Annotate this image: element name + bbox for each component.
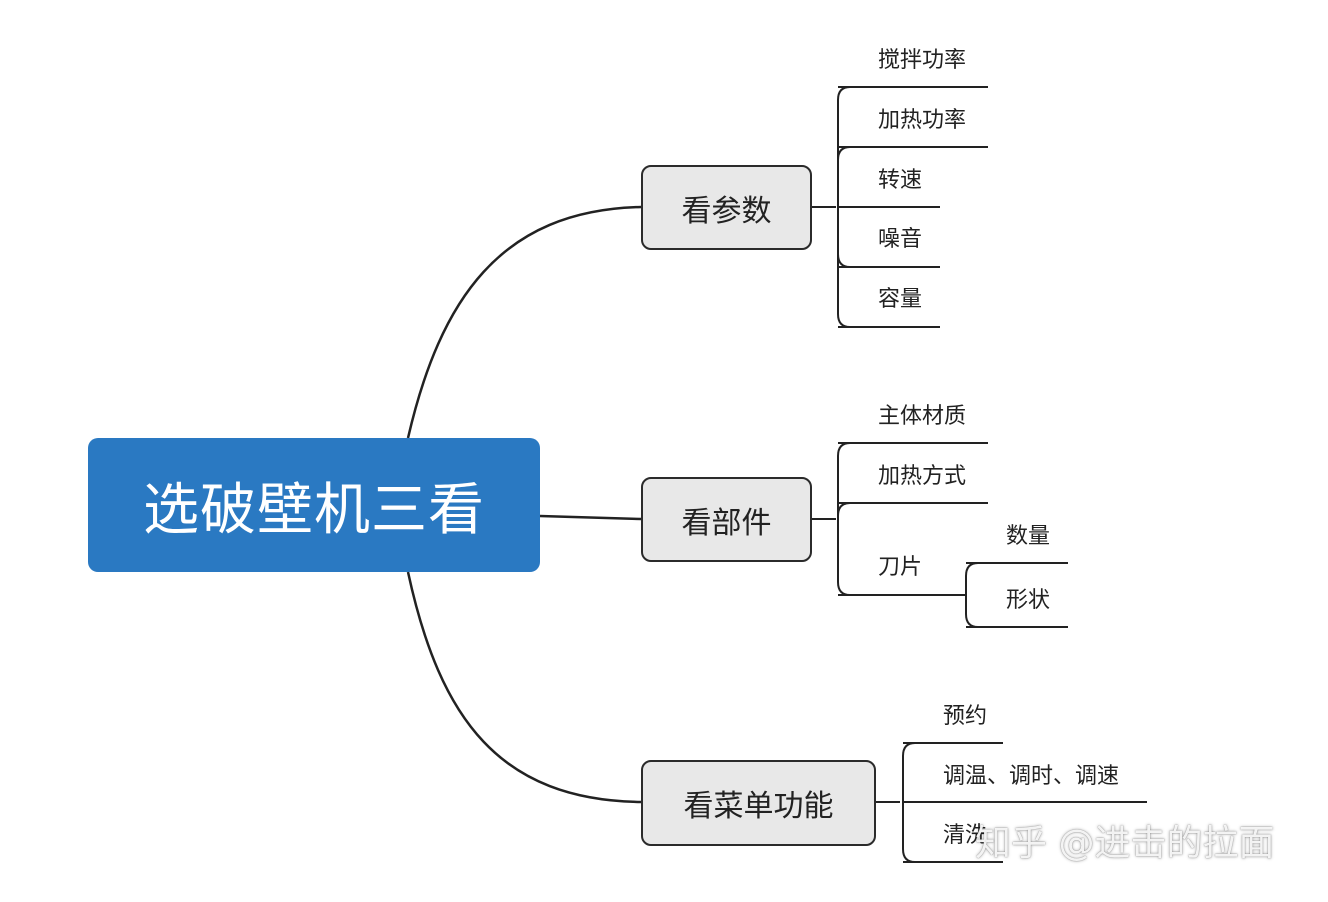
- branch-node-menu: 看菜单功能: [641, 760, 876, 846]
- leaf-label: 数量: [1006, 524, 1051, 549]
- leaf-label: 调温、调时、调速: [943, 764, 1120, 789]
- leaf-label: 噪音: [878, 227, 923, 252]
- connector-root-menu: [406, 571, 642, 804]
- leaf-label: 转速: [878, 168, 923, 193]
- branch-node-parts: 看部件: [641, 477, 812, 562]
- leaf-label: 主体材质: [878, 404, 967, 429]
- leaf-label: 形状: [1006, 588, 1051, 613]
- leaf-label: 预约: [943, 704, 988, 729]
- root-node: 选破壁机三看: [88, 438, 540, 572]
- leaf-label: 刀片: [878, 555, 923, 580]
- leaf-label: 加热功率: [878, 108, 967, 133]
- connector-blade-bracket: [965, 562, 979, 628]
- branch-label: 看部件: [681, 505, 772, 541]
- connector-parts-bracket: [811, 442, 851, 596]
- branch-label: 看参数: [681, 193, 772, 229]
- leaf-label: 容量: [878, 287, 923, 312]
- connector-root-parts: [539, 514, 642, 521]
- leaf-label: 加热方式: [878, 464, 967, 489]
- branch-node-params: 看参数: [641, 165, 812, 250]
- watermark: 知乎 @进击的拉面: [975, 823, 1275, 864]
- leaf-label: 清洗: [943, 823, 988, 848]
- connector-root-params: [406, 205, 642, 439]
- branch-label: 看菜单功能: [683, 789, 834, 824]
- leaf-label: 搅拌功率: [878, 48, 967, 73]
- root-label: 选破壁机三看: [143, 477, 485, 543]
